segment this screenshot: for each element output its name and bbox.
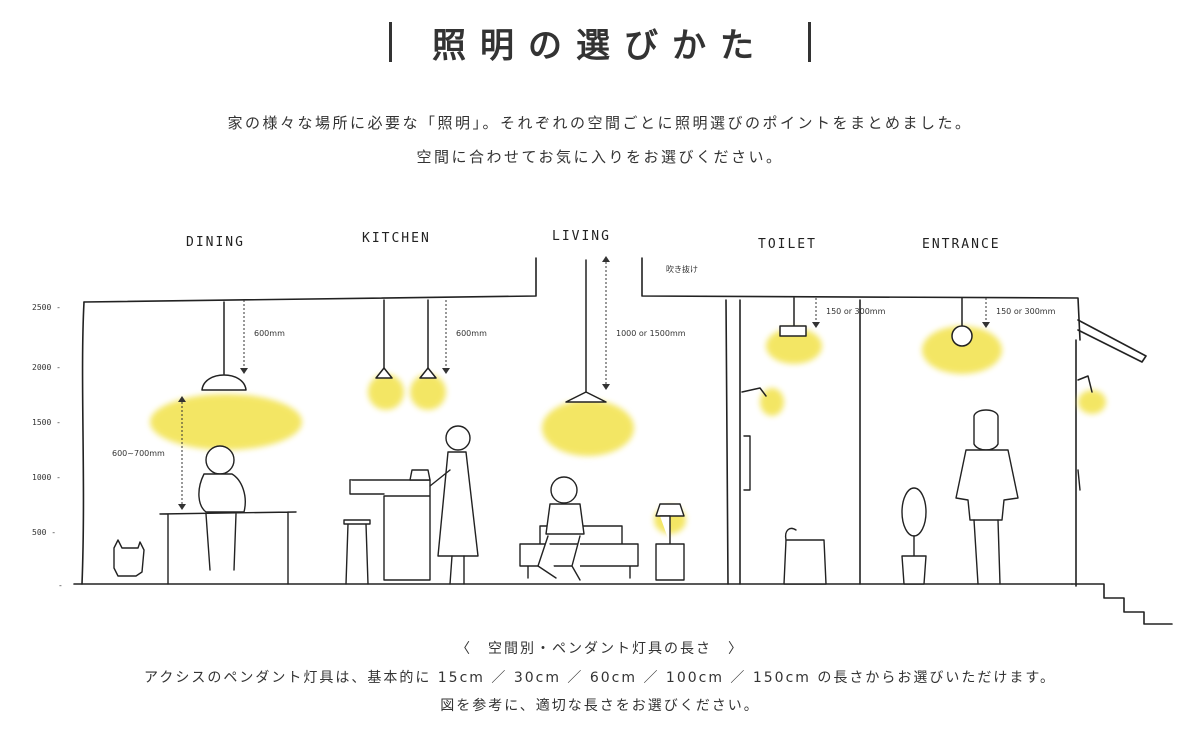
title-right-bar xyxy=(808,22,811,62)
title-left-bar xyxy=(389,22,392,62)
tick-1000: 1000 - xyxy=(32,473,61,482)
dining-table xyxy=(159,511,297,585)
dining-person-body xyxy=(198,473,246,513)
fukinuke-label: 吹き抜け xyxy=(666,264,698,274)
dim-label-dining-table: 600~700mm xyxy=(112,449,165,458)
tick-1500: 1500 - xyxy=(32,418,61,427)
dining-person-legs xyxy=(205,513,237,571)
ceiling-left xyxy=(83,257,537,303)
eave xyxy=(1077,319,1147,363)
entrance-person-legs xyxy=(973,519,1001,585)
tick-2000: 2000 - xyxy=(32,363,61,372)
toilet-shade xyxy=(779,325,807,337)
ceiling-right xyxy=(641,257,1081,341)
dim-label-kitchen-drop: 600mm xyxy=(456,329,487,338)
glow-living xyxy=(542,400,634,456)
partition-living xyxy=(725,299,729,585)
side-lamp-shade xyxy=(655,503,685,517)
kitchen-shade-2 xyxy=(419,367,437,379)
intro-line-1: 家の様々な場所に必要な「照明」。それぞれの空間ごとに照明選びのポイントをまとめま… xyxy=(227,114,973,132)
dim-label-toilet-drop: 150 or 300mm xyxy=(826,307,886,316)
intro-line-2: 空間に合わせてお気に入りをお選びください。 xyxy=(416,148,784,166)
living-person-head xyxy=(550,476,578,504)
entrance-globe xyxy=(951,325,973,347)
title-text: 照明の選びかた xyxy=(432,25,768,66)
tick-2500: 2500 - xyxy=(32,303,61,312)
kitchen-shade-1 xyxy=(375,367,393,379)
tick-500: 500 - xyxy=(32,528,56,537)
toilet-bracket xyxy=(741,387,767,397)
glow-dining xyxy=(150,394,302,450)
plant-leaves xyxy=(901,487,927,537)
dining-person-head xyxy=(205,445,235,475)
tick-0: - xyxy=(58,581,63,590)
entrance-person-head xyxy=(973,409,999,451)
footer-heading: 〈 空間別・ペンダント灯具の長さ 〉 xyxy=(456,641,744,657)
porch-post xyxy=(1077,469,1081,491)
room-label-living: LIVING xyxy=(552,229,611,244)
living-shade xyxy=(565,391,607,403)
glow-toilet xyxy=(766,328,822,364)
dim-label-entrance-drop: 150 or 300mm xyxy=(996,307,1056,316)
kitchen-person-body xyxy=(437,451,479,557)
stairs xyxy=(1071,583,1173,625)
kitchen-person-arm xyxy=(429,469,451,487)
kitchen-person-head xyxy=(445,425,471,451)
room-label-entrance: ENTRANCE xyxy=(922,237,1001,252)
kitchen-person-legs xyxy=(449,555,465,585)
porch-bracket xyxy=(1077,375,1093,393)
left-wall xyxy=(81,301,85,585)
toilet-bowl xyxy=(783,539,827,585)
dim-label-living-drop: 1000 or 1500mm xyxy=(616,329,686,338)
dining-shade xyxy=(201,374,247,391)
room-label-dining: DINING xyxy=(186,235,245,250)
entrance-person-body xyxy=(955,449,1019,521)
footer-line-2: 図を参考に、適切な長さをお選びください。 xyxy=(440,698,760,714)
cat xyxy=(113,539,145,577)
kitchen-stool xyxy=(343,519,371,585)
toilet-tank xyxy=(784,527,797,541)
room-label-toilet: TOILET xyxy=(758,237,817,252)
kitchen-counter-side xyxy=(349,479,385,495)
glow-porch xyxy=(1078,390,1106,414)
kitchen-counter xyxy=(349,479,431,581)
dim-label-dining-drop: 600mm xyxy=(254,329,285,338)
glow-kitchen-2 xyxy=(410,374,446,410)
living-person-body xyxy=(545,503,585,535)
living-person-legs xyxy=(537,535,581,581)
kettle xyxy=(409,469,431,481)
glow-kitchen-1 xyxy=(368,374,404,410)
plant-pot xyxy=(901,555,927,585)
side-lamp-table xyxy=(655,515,685,581)
room-label-kitchen: KITCHEN xyxy=(362,231,431,246)
page-title: 照明の選びかた xyxy=(0,14,1200,70)
height-scale: 2500 - 2000 - 1500 - 1000 - 500 - - xyxy=(32,303,63,590)
footer-line-1: アクシスのペンダント灯具は、基本的に 15cm ／ 30cm ／ 60cm ／ … xyxy=(144,670,1056,686)
toilet-door-handle xyxy=(743,435,751,491)
glow-entrance xyxy=(922,326,1002,374)
